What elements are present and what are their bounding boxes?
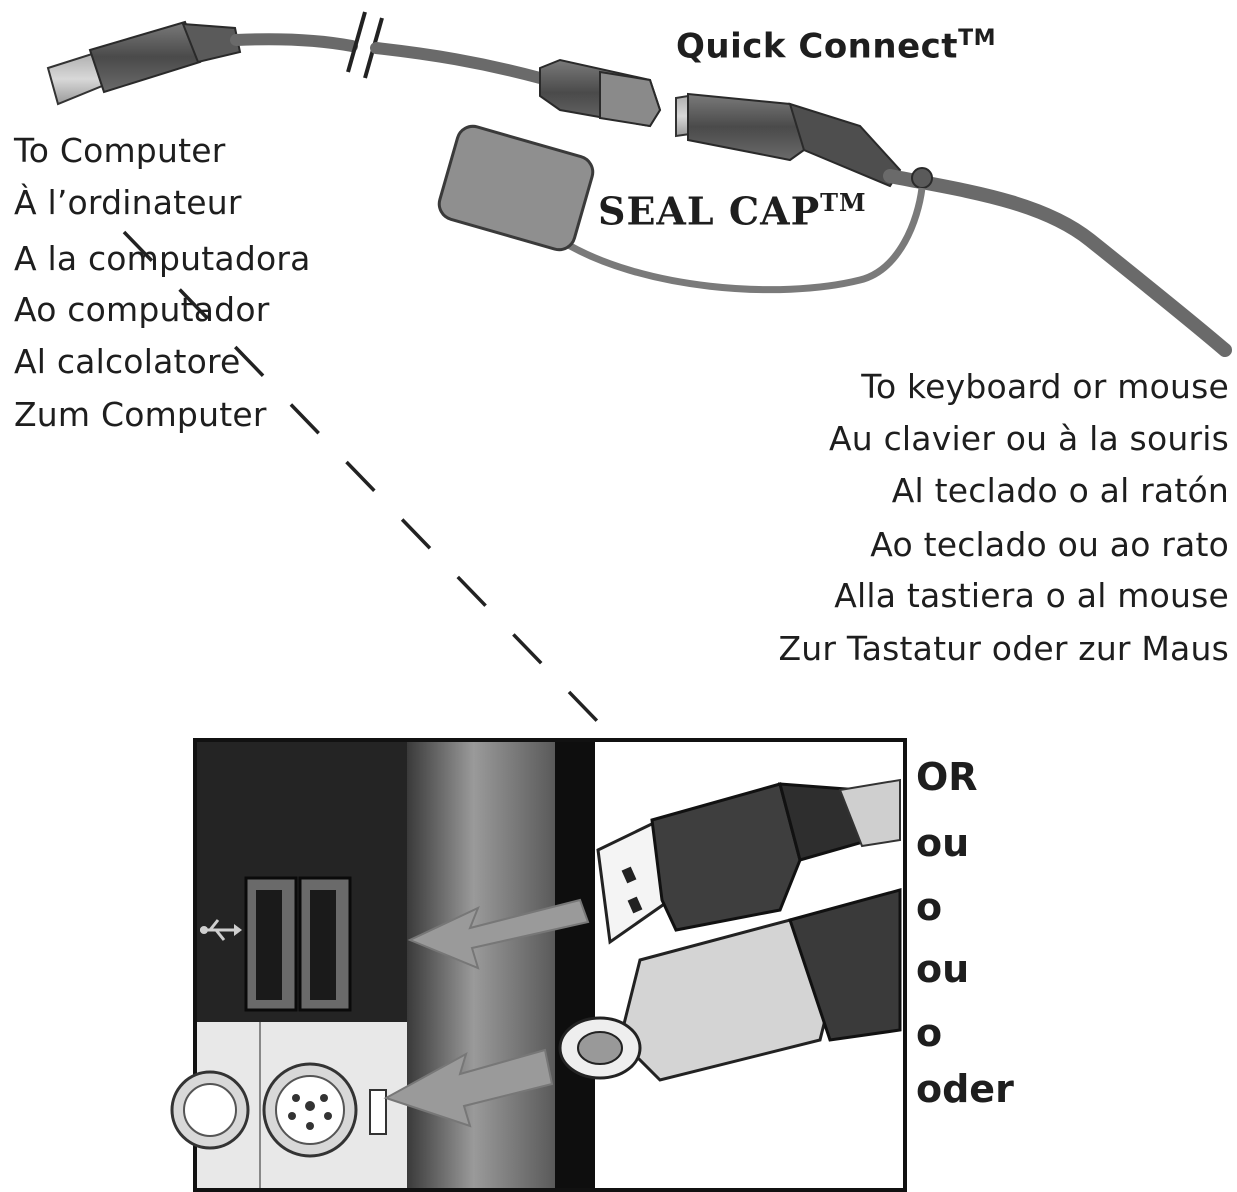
or-word-pt: ou [916, 947, 970, 991]
to-keyboard-en: To keyboard or mouse [861, 367, 1229, 406]
cable-break-mark [346, 11, 367, 73]
insert-arrow-usb [407, 898, 590, 970]
seal-cap-tm: TM [820, 188, 867, 217]
or-word-de: oder [916, 1067, 1014, 1111]
to-computer-fr: À l’ordinateur [14, 183, 242, 222]
insert-arrow-ps2 [383, 1048, 554, 1128]
usb-extension-cable [46, 11, 1232, 357]
to-computer-en: To Computer [14, 131, 226, 170]
seal-cap-strap [558, 187, 926, 294]
to-keyboard-es: Al teclado o al ratón [891, 471, 1229, 510]
to-keyboard-fr: Au clavier ou à la souris [829, 419, 1229, 458]
ps2-port-icon [170, 1062, 387, 1158]
to-computer-it: Al calcolatore [14, 342, 241, 381]
seal-cap-text: SEAL CAP [598, 188, 821, 234]
usb-plug-left-body [88, 20, 202, 94]
pointer-dashed-line [122, 230, 662, 788]
quick-connect-label: Quick ConnectTM [676, 26, 996, 66]
or-word-it: o [916, 1011, 943, 1055]
computer-panel-illustration [170, 738, 907, 1192]
to-keyboard-de: Zur Tastatur oder zur Maus [778, 629, 1229, 668]
or-word-en: OR [916, 755, 978, 799]
to-computer-pt: Ao computador [14, 290, 270, 329]
quick-connect-text: Quick Connect [676, 26, 959, 67]
to-keyboard-it: Alla tastiera o al mouse [834, 576, 1229, 615]
usb-icon [200, 919, 242, 941]
seal-cap [437, 124, 595, 252]
or-word-fr: ou [916, 821, 970, 865]
to-computer-de: Zum Computer [14, 395, 267, 434]
or-word-es: o [916, 885, 943, 929]
quick-connect-male [687, 92, 806, 162]
to-keyboard-pt: Ao teclado ou ao rato [870, 525, 1229, 564]
seal-cap-label: SEAL CAPTM [598, 188, 867, 234]
to-computer-es: A la computadora [14, 239, 311, 278]
quick-connect-tm: TM [958, 26, 996, 51]
